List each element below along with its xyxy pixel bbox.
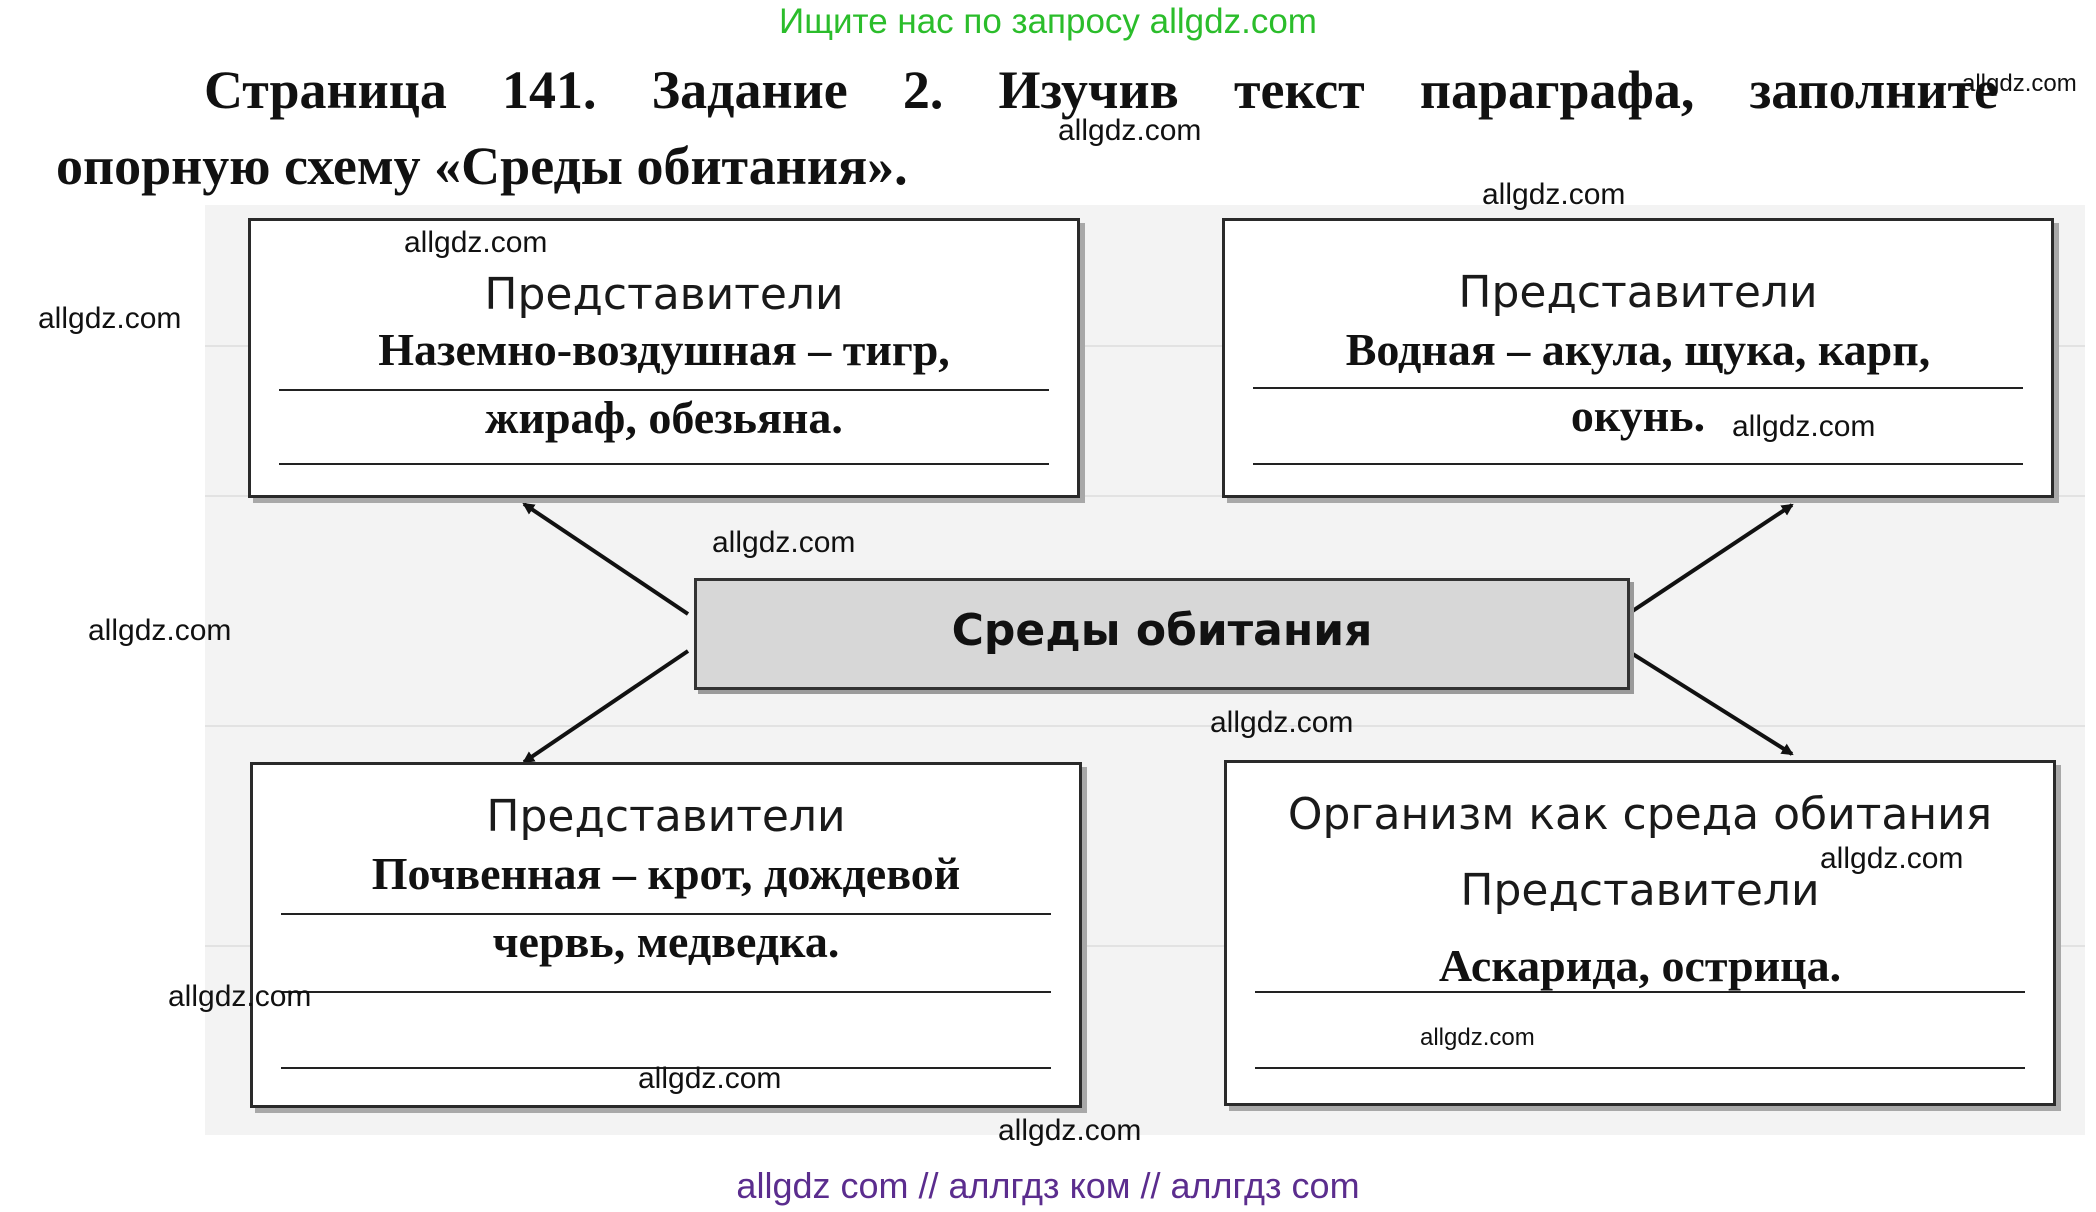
box-answer-line-1: Водная – акула, щука, карп, [1345,324,1931,375]
box-rule [281,913,1051,915]
watermark: allgdz.com [38,302,182,335]
box-answer-line-1: Почвенная – крот, дождевой [371,848,961,899]
watermark: allgdz.com [998,1114,1142,1147]
top-banner: Ищите нас по запросу allgdz.com [779,2,1317,41]
footer-links: allgdz com // аллгдз ком // аллгдз com [736,1165,1360,1206]
arrow-to-bottom-right [1626,649,1794,756]
watermark: allgdz.com [404,226,548,259]
box-bottom-left: Представители Почвенная – крот, дождевой… [250,762,1082,1108]
box-top-left: Представители Наземно-воздушная – тигр, … [248,218,1080,498]
box-answer-line-2: жираф, обезьяна. [485,392,843,443]
watermark: allgdz.com [712,526,856,559]
box-answer-line-1: Наземно-воздушная – тигр, [378,324,950,375]
box-top-right: Представители Водная – акула, щука, карп… [1222,218,2054,498]
watermark: allgdz.com [1420,1024,1535,1051]
box-rule [1253,387,2023,389]
box-rule [279,463,1049,465]
watermark: allgdz.com [1962,70,2077,97]
watermark: allgdz.com [638,1062,782,1095]
arrow-to-top-left [522,502,690,616]
box-rule [1253,463,2023,465]
watermark: allgdz.com [88,614,232,647]
box-title: Организм как среда обитания [1287,789,1993,840]
box-caption: Представители [486,791,846,842]
box-caption: Представители [484,269,844,320]
task-heading: Страница 141. Задание 2. Изучив текст па… [56,52,1998,204]
watermark: allgdz.com [1482,178,1626,211]
box-answer-line-2: червь, медведка. [492,916,840,967]
watermark: allgdz.com [1820,842,1964,875]
box-caption: Представители [1460,865,1820,916]
box-rule [281,991,1051,993]
task-heading-line-1: Страница 141. Задание 2. Изучив текст па… [204,60,1998,120]
task-heading-line-2: опорную схему «Среды обитания». [56,136,908,196]
box-rule [1255,1067,2025,1069]
box-answer-line-1: Аскарида, острица. [1438,940,1842,991]
watermark: allgdz.com [1210,706,1354,739]
center-habitats-box: Среды обитания [694,578,1630,690]
box-rule [1255,991,2025,993]
center-label: Среды обитания [951,605,1373,656]
box-rule [281,1067,1051,1069]
watermark: allgdz.com [1058,114,1202,147]
watermark: allgdz.com [1732,410,1876,443]
box-answer-line-2: окунь. [1570,390,1706,441]
box-caption: Представители [1458,267,1818,318]
watermark: allgdz.com [168,980,312,1013]
box-rule [279,389,1049,391]
arrow-to-bottom-left [522,649,690,764]
arrow-to-top-right [1626,503,1794,616]
box-bottom-right: Организм как среда обитания Представител… [1224,760,2056,1106]
